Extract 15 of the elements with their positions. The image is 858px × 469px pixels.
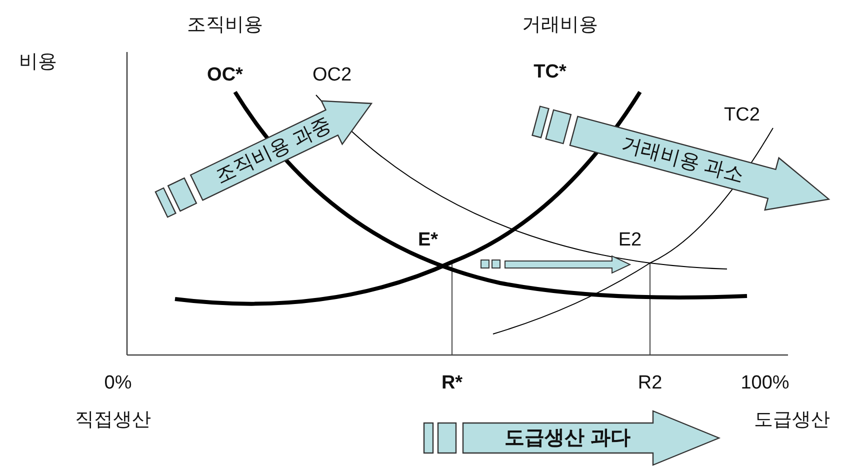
curve-label: OC* bbox=[207, 66, 243, 84]
axis-label: 조직비용 bbox=[187, 16, 263, 34]
axis-label: 직접생산 bbox=[75, 410, 151, 430]
axis-label: E2 bbox=[618, 230, 642, 250]
axis-label: TC2 bbox=[724, 106, 760, 124]
axis-label: 0% bbox=[104, 374, 132, 392]
curve-label: TC* bbox=[534, 62, 566, 82]
axis-label: 비용 bbox=[19, 52, 57, 72]
axis-label: R2 bbox=[638, 374, 662, 392]
axis-label: OC2 bbox=[312, 66, 352, 84]
axis-label: 도급생산 bbox=[754, 410, 830, 430]
axis-label: 거래비용 bbox=[522, 16, 598, 34]
curve-label: R* bbox=[441, 374, 463, 392]
curve-label: E* bbox=[418, 230, 438, 250]
axis-label: 100% bbox=[740, 374, 790, 392]
